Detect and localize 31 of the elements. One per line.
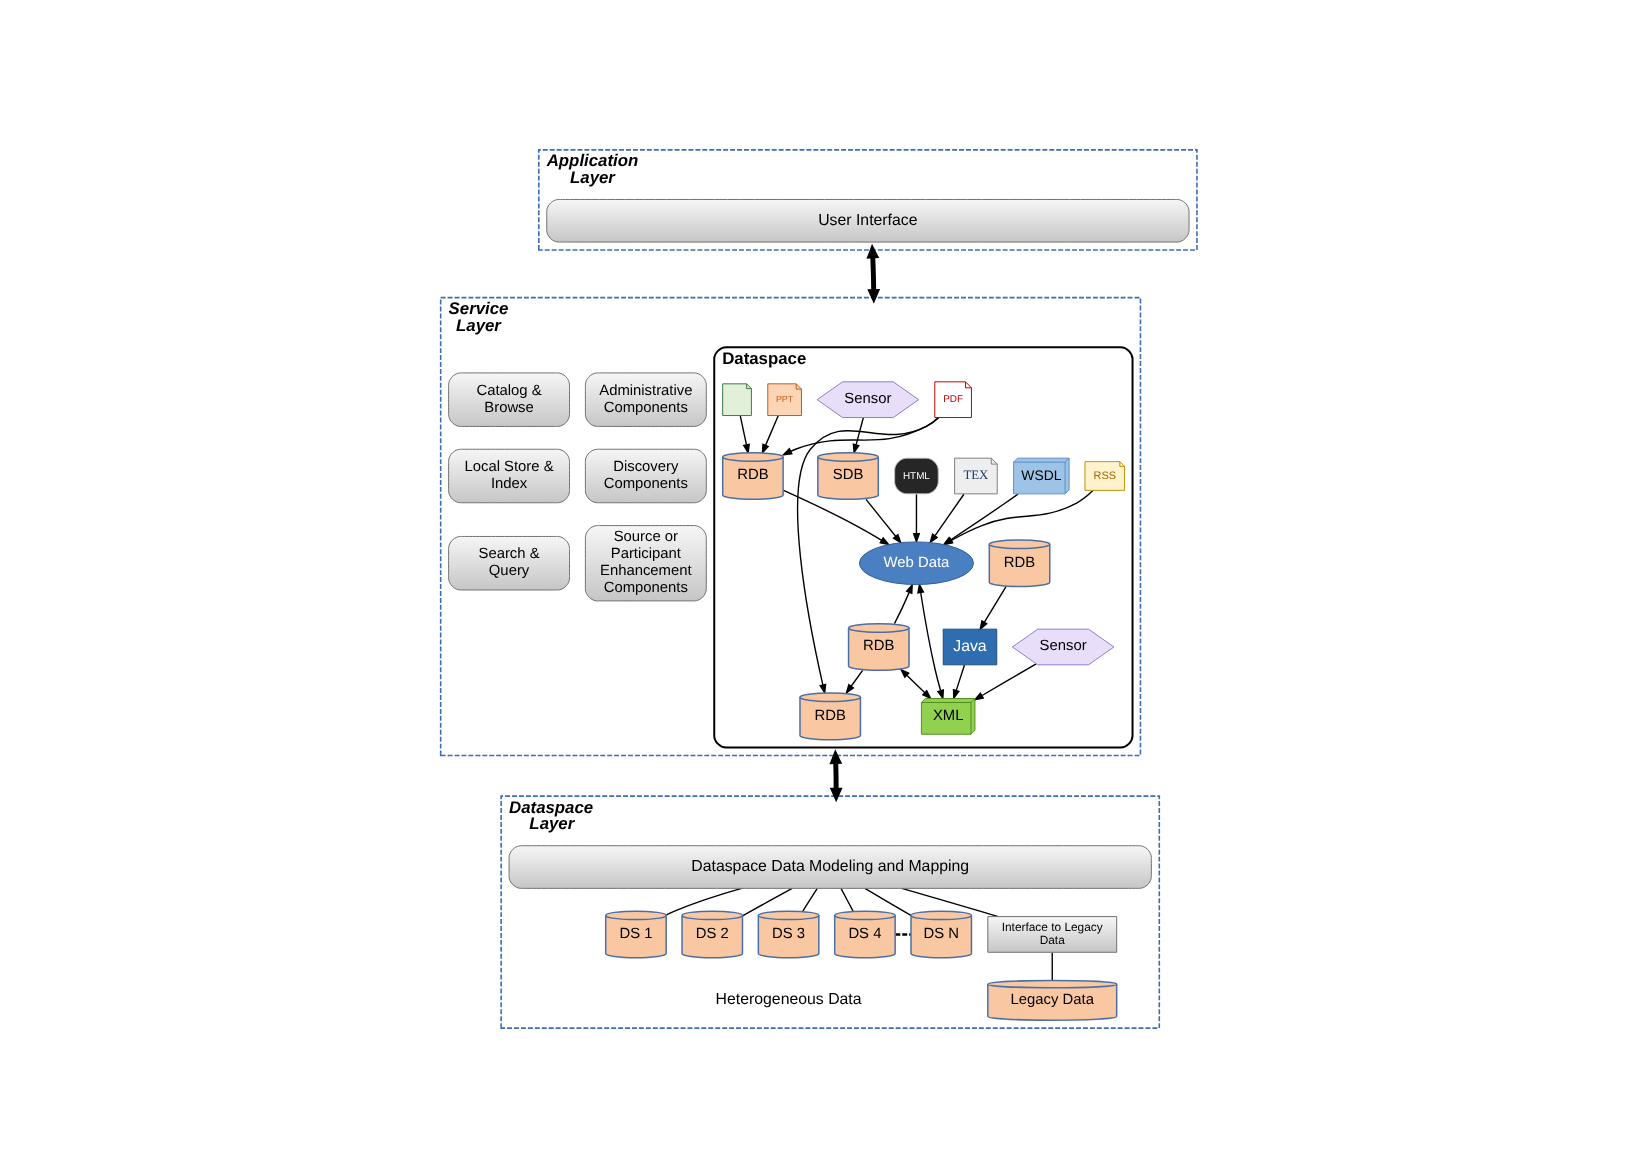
node-box: Dataspace Data Modeling and Mapping	[508, 844, 1152, 888]
arrow	[781, 416, 940, 455]
arrow	[782, 488, 891, 545]
label: Heterogeneous Data	[715, 989, 862, 1008]
connector	[895, 932, 911, 935]
arrow	[942, 492, 1019, 545]
connector	[864, 886, 912, 916]
arrow	[942, 488, 1094, 545]
arrow	[973, 662, 1037, 700]
arrow	[929, 492, 965, 544]
arrow	[893, 581, 913, 624]
connector	[802, 886, 818, 911]
arrow	[852, 415, 865, 454]
arrow	[952, 663, 966, 700]
node-box: Java	[942, 627, 998, 665]
connector	[1051, 950, 1053, 981]
arrow	[739, 414, 750, 454]
connector	[665, 886, 743, 915]
arrow	[866, 242, 881, 303]
arrow	[917, 581, 945, 700]
arrow	[912, 492, 921, 543]
arrow	[829, 748, 843, 802]
arrow	[865, 497, 902, 544]
connector	[840, 886, 854, 911]
arrow	[899, 667, 932, 699]
node-box: User Interface	[546, 197, 1190, 242]
connector	[741, 886, 793, 916]
arrow	[845, 668, 864, 694]
arrow	[979, 584, 1007, 630]
arrow	[796, 415, 940, 694]
arrow	[761, 414, 779, 454]
